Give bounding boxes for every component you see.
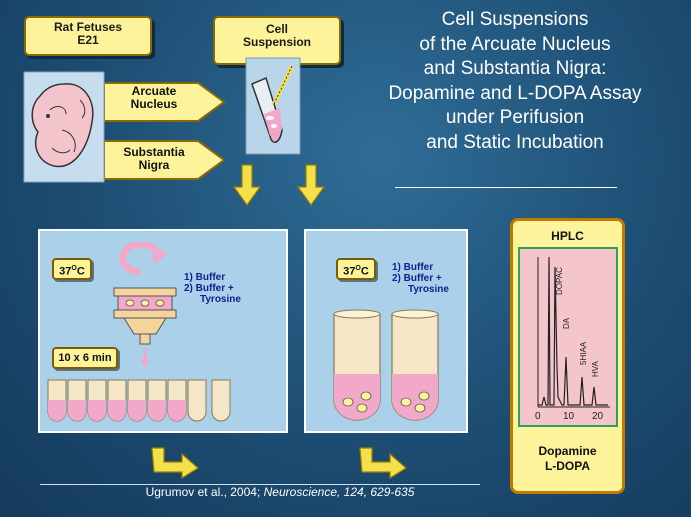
static-temp-sup: O bbox=[355, 265, 361, 272]
collection-tube bbox=[67, 379, 87, 422]
hplc-result: Dopamine L-DOPA bbox=[510, 444, 625, 474]
perifusion-duration: 10 x 6 min bbox=[52, 347, 118, 369]
x-tick-0: 0 bbox=[535, 411, 541, 422]
reference-authors: Ugrumov et al., 2004; bbox=[145, 485, 261, 499]
collection-tube bbox=[47, 379, 67, 422]
perifusion-temp-sup: O bbox=[71, 265, 77, 272]
down-arrow-left bbox=[232, 164, 262, 207]
curved-arrow-left bbox=[151, 447, 200, 480]
static-temperature: 37OC bbox=[336, 258, 376, 280]
arcuate-line2: Nucleus bbox=[130, 97, 178, 111]
x-tick-10: 10 bbox=[563, 411, 575, 422]
perifusion-buffers: 1) Buffer 2) Buffer + Tyrosine bbox=[184, 272, 241, 305]
static-tubes-illustration bbox=[333, 309, 439, 421]
pipette-tube-illustration bbox=[245, 57, 301, 155]
hplc-result-line2: L-DOPA bbox=[544, 459, 591, 473]
title-line-4: Dopamine and L-DOPA Assay bbox=[388, 82, 642, 104]
perifusion-chamber-illustration bbox=[113, 242, 177, 368]
collection-tube bbox=[107, 379, 127, 422]
reference-divider bbox=[40, 484, 480, 485]
arcuate-nucleus-label: Arcuate Nucleus bbox=[104, 85, 204, 111]
perifusion-buffer-2: 2) Buffer + bbox=[184, 283, 234, 294]
curved-arrow-right bbox=[359, 447, 408, 480]
hplc-chromatogram: DOPAC DA 5HIAA HVA 0 10 20 bbox=[518, 247, 618, 427]
peak-label-dopac: DOPAC bbox=[555, 267, 564, 295]
peak-label-hva: HVA bbox=[591, 360, 600, 377]
collection-tube bbox=[87, 379, 107, 422]
static-buffer-2: 2) Buffer + bbox=[392, 273, 442, 284]
title-divider bbox=[395, 187, 617, 188]
collection-tubes-extra bbox=[211, 379, 231, 422]
static-buffer-3: Tyrosine bbox=[408, 284, 449, 295]
rat-fetus-illustration bbox=[23, 71, 105, 183]
title-line-6: and Static Incubation bbox=[426, 131, 604, 153]
peak-label-5hiaa: 5HIAA bbox=[579, 341, 588, 365]
collection-tube bbox=[127, 379, 147, 422]
perifusion-buffer-1: 1) Buffer bbox=[184, 272, 226, 283]
slide-title: Cell Suspensions of the Arcuate Nucleus … bbox=[350, 8, 680, 155]
static-panel bbox=[304, 229, 468, 433]
perifusion-buffer-3: Tyrosine bbox=[200, 294, 241, 305]
rat-fetuses-line2: E21 bbox=[77, 33, 99, 47]
perifusion-temperature: 37OC bbox=[52, 258, 92, 280]
rat-fetuses-line1: Rat Fetuses bbox=[53, 20, 123, 34]
collection-tube bbox=[147, 379, 167, 422]
substantia-line2: Nigra bbox=[138, 158, 170, 172]
perifusion-temp-base: 37 bbox=[59, 265, 72, 278]
title-line-5: under Perifusion bbox=[445, 107, 585, 128]
arcuate-line1: Arcuate bbox=[131, 84, 177, 98]
hplc-title: HPLC bbox=[551, 229, 584, 243]
substantia-line1: Substantia bbox=[123, 145, 185, 159]
rat-fetuses-label: Rat Fetuses E21 bbox=[24, 16, 152, 56]
static-tube-right bbox=[391, 309, 439, 421]
collection-tube bbox=[187, 379, 207, 422]
static-tube-left bbox=[333, 309, 381, 421]
collection-tube bbox=[167, 379, 187, 422]
reference-journal: Neuroscience, 124, 629-635 bbox=[263, 485, 415, 499]
static-temp-base: 37 bbox=[343, 265, 356, 278]
collection-tubes bbox=[47, 379, 207, 422]
substantia-nigra-label: Substantia Nigra bbox=[104, 146, 204, 172]
hplc-result-line1: Dopamine bbox=[538, 444, 597, 458]
down-arrow-right bbox=[296, 164, 326, 207]
x-tick-20: 20 bbox=[592, 411, 604, 422]
cell-suspension-line2: Suspension bbox=[242, 35, 311, 49]
static-buffer-1: 1) Buffer bbox=[392, 262, 434, 273]
perifusion-temp-unit: C bbox=[76, 265, 85, 278]
title-line-1: Cell Suspensions bbox=[441, 9, 589, 30]
title-line-2: of the Arcuate Nucleus bbox=[419, 33, 611, 55]
peak-label-da: DA bbox=[562, 317, 571, 329]
cell-suspension-line1: Cell bbox=[265, 22, 288, 36]
title-line-3: and Substantia Nigra: bbox=[423, 58, 607, 79]
reference-citation: Ugrumov et al., 2004; Neuroscience, 124,… bbox=[0, 485, 560, 499]
perifusion-duration-text: 10 x 6 min bbox=[58, 352, 112, 364]
static-buffers: 1) Buffer 2) Buffer + Tyrosine bbox=[392, 262, 449, 295]
static-temp-unit: C bbox=[360, 265, 369, 278]
